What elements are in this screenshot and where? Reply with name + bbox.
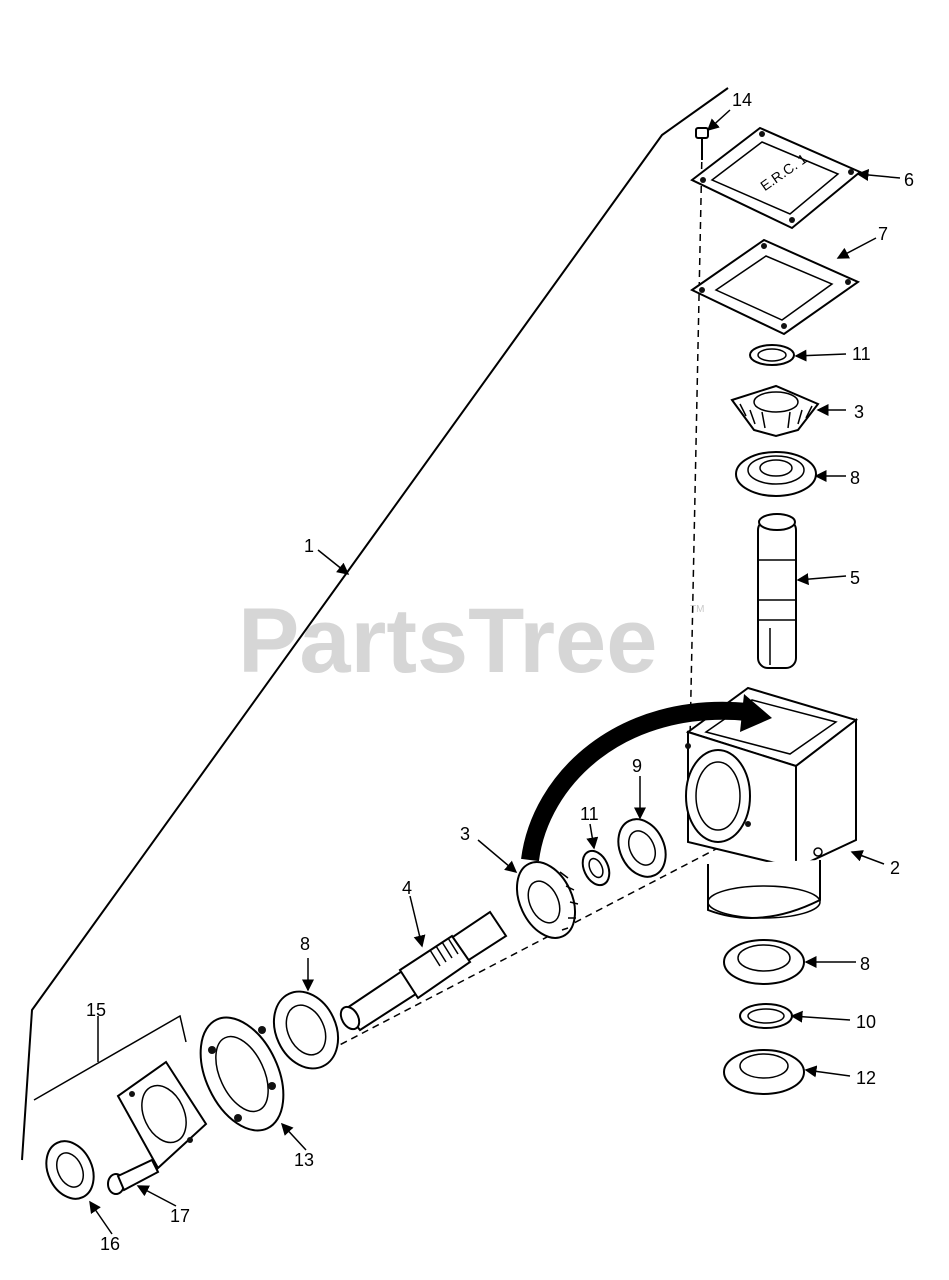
arrow-head: [740, 694, 772, 732]
part-14-bolt: [695, 127, 709, 160]
part-6-cover-plate: E.R.C. 1: [690, 126, 862, 230]
callout-15: 15: [86, 1000, 106, 1020]
part-4-horizontal-shaft: [339, 910, 508, 1032]
callout-2: 2: [890, 858, 900, 878]
callout-8-top: 8: [850, 468, 860, 488]
callout-11-mid: 11: [580, 804, 599, 824]
part-2-gearbox-housing: [685, 686, 859, 919]
part-7-gasket: [690, 238, 861, 336]
callout-8-mid: 8: [300, 934, 310, 954]
part-13-gasket: [199, 1016, 285, 1132]
horizontal-centerline: [329, 847, 719, 1051]
callout-8-bottom: 8: [860, 954, 870, 974]
part-16-seal: [45, 1140, 95, 1200]
part-17-bolt: [107, 1158, 160, 1195]
callout-11-top: 11: [852, 344, 871, 364]
callout-14: 14: [732, 90, 752, 110]
part-10-snap-ring: [739, 1003, 793, 1029]
callout-4: 4: [402, 878, 412, 898]
part-11-snap-ring-mid: [581, 849, 611, 887]
part-11-snap-ring-top: [749, 344, 795, 366]
callout-13: 13: [294, 1150, 314, 1170]
watermark-tm: TM: [690, 604, 704, 615]
callout-3-top: 3: [854, 402, 864, 422]
callout-10: 10: [856, 1012, 876, 1032]
part-8-bearing-top: [735, 451, 817, 497]
callout-12: 12: [856, 1068, 876, 1088]
callout-5: 5: [850, 568, 860, 588]
callout-9: 9: [632, 756, 642, 776]
part-12-seal: [723, 1049, 805, 1095]
leader-lines: [89, 109, 901, 1235]
vertical-centerline: [689, 149, 703, 741]
part-5-vertical-shaft: [757, 513, 797, 669]
callout-16: 16: [100, 1234, 120, 1254]
part-9-bearing: [617, 818, 667, 878]
part-8-bearing-mid: [272, 990, 340, 1070]
part-15-flange: [33, 1014, 208, 1170]
part-3-bevel-gear-top: [730, 384, 820, 438]
watermark: PartsTree: [238, 590, 657, 692]
callout-7: 7: [878, 224, 888, 244]
part-8-bearing-bottom: [723, 939, 805, 985]
callout-3-mid: 3: [460, 824, 470, 844]
callout-17: 17: [170, 1206, 190, 1226]
part-3-bevel-gear-mid: [515, 861, 579, 939]
callout-6: 6: [904, 170, 914, 190]
assembly-direction-arrow: [521, 701, 749, 862]
callout-1: 1: [304, 536, 314, 556]
